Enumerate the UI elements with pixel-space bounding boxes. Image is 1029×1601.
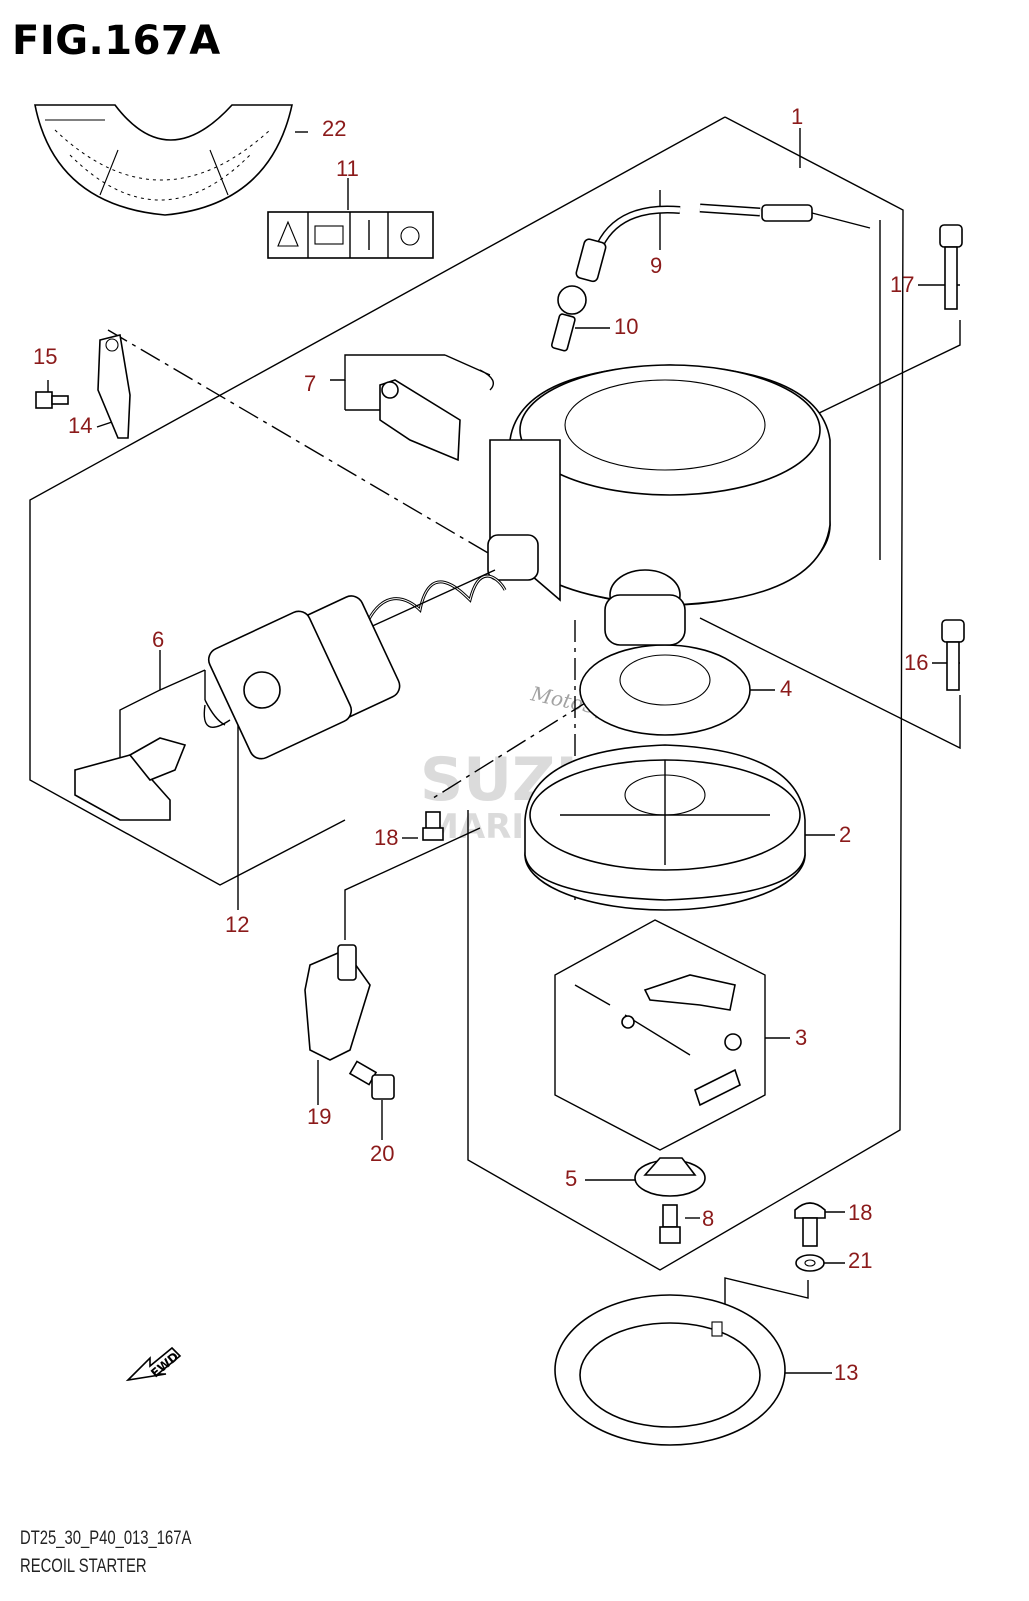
assembly-outline-left bbox=[29, 116, 726, 886]
part-2-reel bbox=[524, 744, 806, 911]
part-21-washer bbox=[795, 1254, 825, 1272]
fwd-arrow-icon: FWD bbox=[125, 1346, 181, 1382]
part-19-bracket bbox=[304, 944, 371, 1061]
callout-15: 15 bbox=[33, 344, 57, 369]
part-14-bracket bbox=[97, 334, 131, 439]
callout-17: 17 bbox=[890, 272, 914, 297]
part-16-bolt bbox=[941, 619, 965, 691]
part-13-ring bbox=[554, 1294, 786, 1446]
callout-7: 7 bbox=[304, 371, 316, 396]
callout-1: 1 bbox=[791, 104, 803, 129]
part-5-cap bbox=[634, 1157, 706, 1197]
figure-caption: RECOIL STARTER bbox=[20, 1556, 147, 1577]
callout-14: 14 bbox=[68, 413, 92, 438]
callout-6: 6 bbox=[152, 627, 164, 652]
part-18-screw-right bbox=[794, 1202, 826, 1247]
part-4-pulley bbox=[579, 569, 751, 736]
callout-8: 8 bbox=[702, 1206, 714, 1231]
callout-5: 5 bbox=[565, 1166, 577, 1191]
callout-2: 2 bbox=[839, 822, 851, 847]
callout-18-right: 18 bbox=[848, 1200, 872, 1225]
part-15-bolt bbox=[35, 391, 69, 409]
part-8-bolt bbox=[659, 1204, 681, 1244]
callout-16: 16 bbox=[904, 650, 928, 675]
part-10-end bbox=[550, 313, 576, 352]
callout-4: 4 bbox=[780, 676, 792, 701]
callout-20: 20 bbox=[370, 1141, 394, 1166]
callout-18-left: 18 bbox=[374, 825, 398, 850]
recoil-housing bbox=[489, 364, 831, 606]
callouts: 1 2 3 4 5 6 7 8 9 10 11 12 13 14 15 16 1… bbox=[33, 104, 928, 1385]
part-11-label bbox=[267, 211, 434, 259]
callout-9: 9 bbox=[650, 253, 662, 278]
part-9-cable bbox=[557, 203, 871, 315]
callout-10: 10 bbox=[614, 314, 638, 339]
callout-19: 19 bbox=[307, 1104, 331, 1129]
callout-13: 13 bbox=[834, 1360, 858, 1385]
callout-22: 22 bbox=[322, 116, 346, 141]
callout-3: 3 bbox=[795, 1025, 807, 1050]
part-7-lever bbox=[379, 354, 494, 462]
callout-21: 21 bbox=[848, 1248, 872, 1273]
part-6-handle bbox=[74, 699, 231, 821]
part-20-bolt bbox=[348, 1060, 395, 1100]
part-22-cover bbox=[34, 104, 293, 216]
figure-code: DT25_30_P40_013_167A bbox=[20, 1528, 192, 1549]
part-17-bolt bbox=[939, 224, 963, 310]
assembly-outline-right bbox=[467, 116, 904, 1271]
part-18-screw-left bbox=[422, 811, 444, 841]
grommet-plate bbox=[207, 595, 401, 760]
callout-11: 11 bbox=[336, 156, 359, 181]
figure-title: FIG.167A bbox=[12, 18, 221, 64]
callout-12: 12 bbox=[225, 912, 249, 937]
part-3-ratchet-kit bbox=[554, 919, 766, 1151]
